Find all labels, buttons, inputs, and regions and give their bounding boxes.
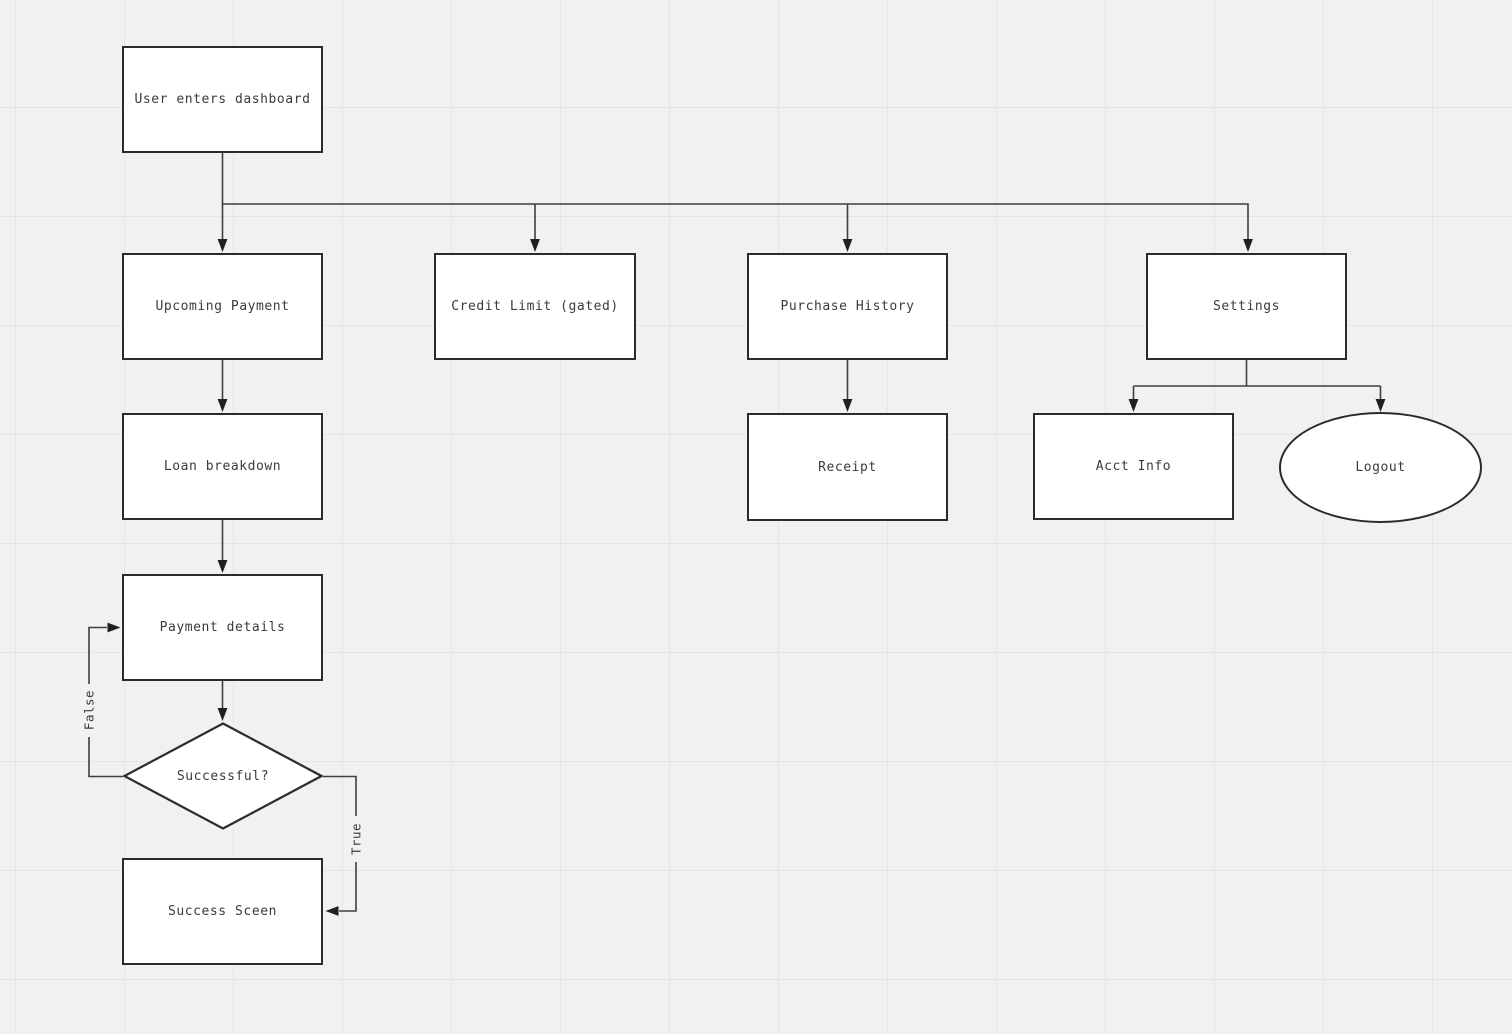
node-loan-breakdown-label: Loan breakdown [163, 459, 282, 474]
arrowhead-false-payment-details [107, 622, 121, 633]
node-acct-info[interactable]: Acct Info [1033, 413, 1234, 520]
node-receipt[interactable]: Receipt [747, 413, 948, 521]
edge-settings-split-line[interactable] [1132, 360, 1382, 400]
edge-upcoming-loan[interactable] [217, 360, 228, 412]
arrowhead-payment-details [217, 560, 228, 573]
node-logout-label: Logout [1355, 460, 1406, 475]
arrowhead-acct-info [1128, 399, 1139, 412]
edge-dashboard-upcoming-line[interactable] [221, 153, 1249, 240]
arrowhead-true-success-sceen [325, 906, 339, 916]
node-upcoming-payment[interactable]: Upcoming Payment [122, 253, 323, 360]
edge-purchase-receipt[interactable] [842, 360, 853, 412]
arrowhead-successful-decision [217, 708, 228, 721]
node-purchase-history[interactable]: Purchase History [747, 253, 948, 360]
edge-false-line[interactable] [88, 626, 123, 778]
node-receipt-label: Receipt [818, 459, 877, 475]
arrowhead-logout [1375, 399, 1386, 412]
node-acct-info-label: Acct Info [1095, 459, 1172, 474]
node-user-enters-dashboard-label: User enters dashboard [134, 92, 311, 107]
diamond-shape [123, 722, 323, 830]
edge-dashboard-branches[interactable] [217, 153, 1253, 252]
arrowhead-loan-breakdown [217, 399, 228, 412]
arrowhead-upcoming-payment [217, 239, 228, 252]
arrowhead-credit-limit [530, 239, 540, 252]
edge-decision-false[interactable] [88, 622, 123, 778]
node-payment-details[interactable]: Payment details [122, 574, 323, 681]
edge-payment-decision[interactable] [217, 681, 228, 721]
node-success-sceen[interactable]: Success Sceen [122, 858, 323, 965]
arrowhead-receipt [842, 399, 853, 412]
node-settings-label: Settings [1212, 299, 1280, 314]
node-logout[interactable]: Logout [1279, 412, 1482, 523]
node-success-sceen-label: Success Sceen [168, 904, 277, 919]
node-user-enters-dashboard[interactable]: User enters dashboard [122, 46, 323, 153]
node-credit-limit-label: Credit Limit (gated) [451, 299, 619, 314]
node-purchase-history-label: Purchase History [780, 299, 915, 314]
node-loan-breakdown[interactable]: Loan breakdown [122, 413, 323, 520]
node-payment-details-label: Payment details [159, 620, 286, 635]
node-upcoming-payment-label: Upcoming Payment [155, 299, 290, 314]
edge-loan-payment[interactable] [217, 520, 228, 573]
node-settings[interactable]: Settings [1146, 253, 1347, 360]
edge-label-true: True [347, 818, 365, 860]
edge-label-false: False [80, 685, 98, 735]
node-successful-decision-label: Successful? [176, 768, 270, 784]
edge-true-line[interactable] [323, 775, 357, 912]
node-credit-limit[interactable]: Credit Limit (gated) [434, 253, 636, 360]
arrowhead-settings [1243, 239, 1253, 252]
edge-decision-true[interactable] [323, 775, 357, 916]
arrowhead-purchase-history [842, 239, 853, 252]
node-successful-decision[interactable]: Successful? [123, 722, 323, 830]
edge-settings-children[interactable] [1128, 360, 1386, 412]
